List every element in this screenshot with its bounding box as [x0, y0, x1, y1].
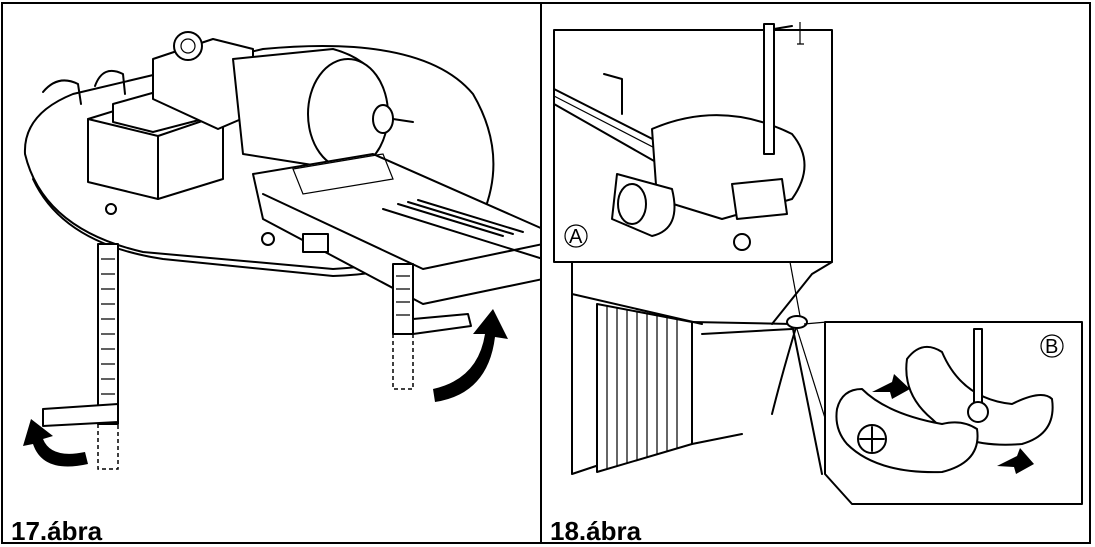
left-hanger-bracket — [42, 243, 119, 470]
pulley — [173, 31, 203, 61]
electric-motor — [232, 48, 414, 170]
figure-18-caption: 18.ábra — [550, 516, 642, 546]
guide-rail — [252, 153, 540, 305]
callout-b-label: B — [1045, 336, 1058, 358]
figure-18-illustration: A B — [553, 22, 1083, 505]
garage-scene — [571, 261, 833, 475]
callout-b-circle — [1040, 334, 1064, 358]
callout-a-circle — [564, 224, 588, 248]
figure-18-panel: A B 18.ábra — [542, 4, 1089, 546]
callout-a-label: A — [569, 226, 583, 248]
rotate-arrow-icon — [433, 309, 508, 402]
rotate-arrow-icon — [23, 419, 88, 467]
plate-hook — [42, 70, 126, 105]
opener-underside — [553, 22, 806, 251]
figure-17-caption: 17.ábra — [11, 516, 103, 546]
panel-divider — [540, 2, 542, 544]
figure-17-illustration — [23, 31, 540, 470]
right-hanger-bracket — [392, 263, 472, 390]
release-handles — [835, 328, 1054, 474]
figure-17-panel: 17.ábra — [3, 4, 540, 546]
